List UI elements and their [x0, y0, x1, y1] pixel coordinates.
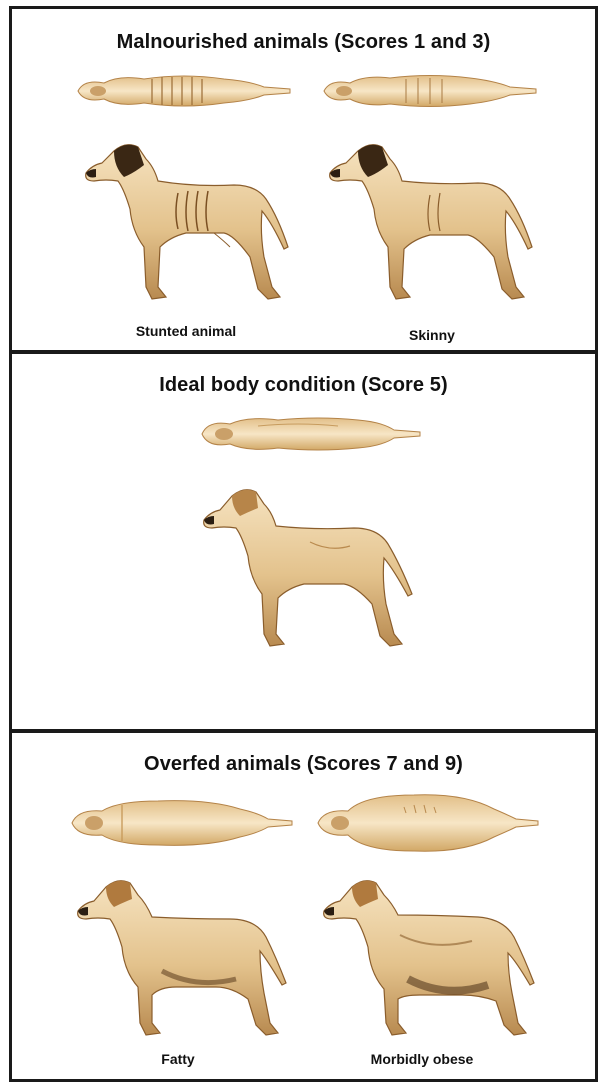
caption-stunted: Stunted animal [96, 323, 276, 339]
dog-side-view-morbidly-obese [312, 875, 538, 1043]
overfed-panel: Overfed animals (Scores 7 and 9) [9, 730, 598, 1082]
dog-top-view-fatty [68, 797, 294, 849]
malnourished-panel: Malnourished animals (Scores 1 and 3) [9, 6, 598, 353]
caption-skinny: Skinny [342, 327, 522, 343]
dog-side-view-ideal [190, 482, 420, 654]
panel-title-malnourished: Malnourished animals (Scores 1 and 3) [12, 31, 595, 54]
dog-side-view-skinny [318, 137, 538, 307]
dog-top-view-stunted [74, 69, 294, 113]
dog-top-view-morbidly-obese [314, 791, 540, 855]
dog-top-view-ideal [198, 412, 422, 456]
caption-fatty: Fatty [88, 1051, 268, 1067]
panel-title-overfed: Overfed animals (Scores 7 and 9) [12, 753, 595, 776]
ideal-panel: Ideal body condition (Score 5) [9, 352, 598, 732]
panel-title-ideal: Ideal body condition (Score 5) [12, 374, 595, 397]
dog-top-view-skinny [320, 69, 540, 113]
caption-morbidly-obese: Morbidly obese [332, 1051, 512, 1067]
dog-side-view-stunted [74, 137, 294, 307]
dog-side-view-fatty [66, 875, 292, 1043]
